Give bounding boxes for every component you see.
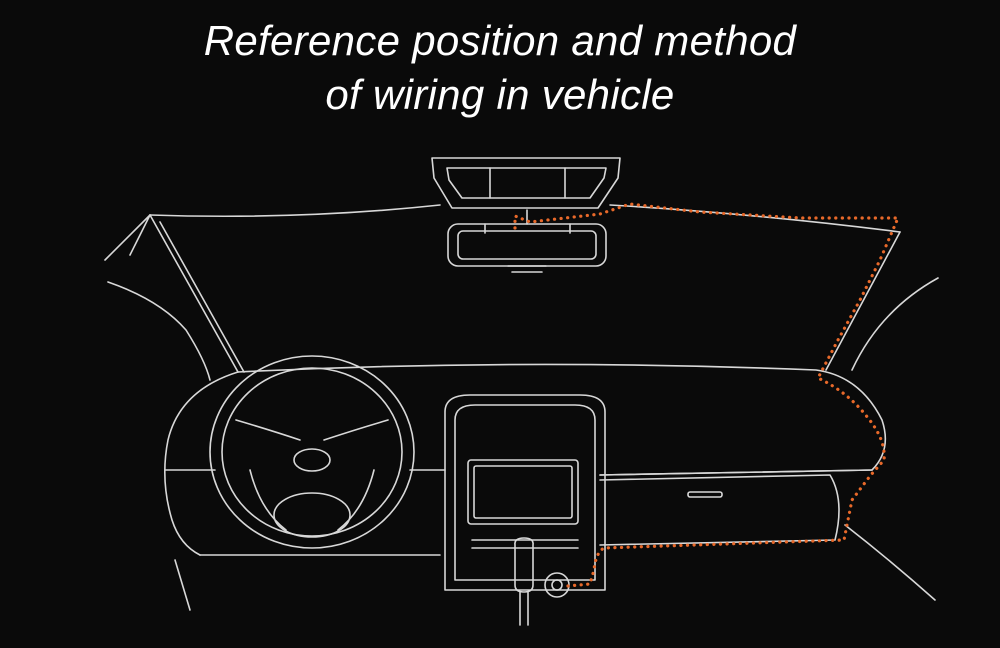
title-line-1: Reference position and method xyxy=(203,17,797,64)
dash-camera xyxy=(431,157,621,209)
side-pillars xyxy=(107,277,939,611)
gear-lever xyxy=(514,537,534,626)
diagram-title: Reference position and method of wiring … xyxy=(0,14,1000,122)
title-line-2: of wiring in vehicle xyxy=(325,71,675,118)
center-console xyxy=(444,394,606,591)
power-socket xyxy=(544,572,570,598)
windshield-frame xyxy=(104,204,901,373)
rearview-mirror xyxy=(447,209,607,273)
dashboard xyxy=(164,363,887,556)
wiring-route xyxy=(513,202,901,588)
steering-wheel xyxy=(209,355,415,549)
